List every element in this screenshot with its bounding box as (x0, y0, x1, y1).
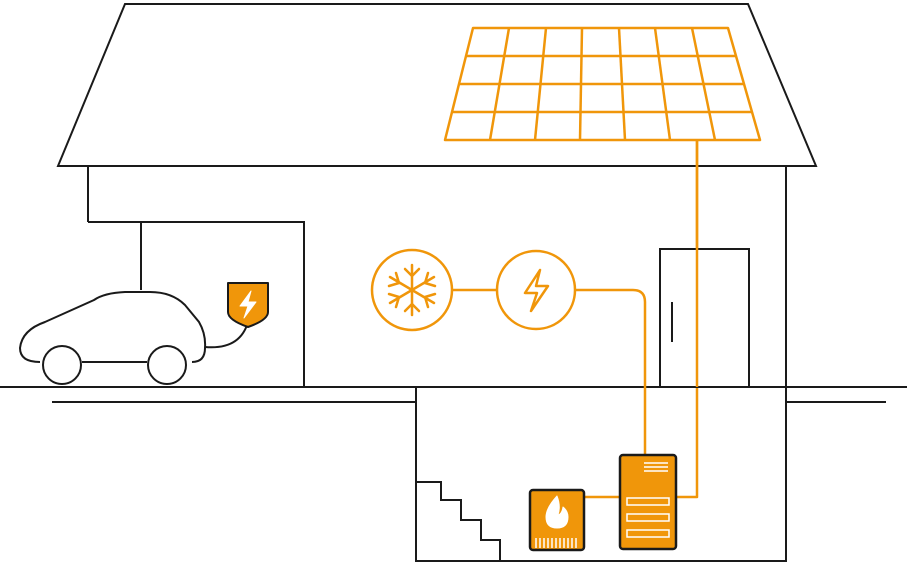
flame-icon (545, 495, 569, 529)
house (56, 3, 818, 387)
carport (88, 221, 305, 387)
solar-panel-grid (452, 27, 752, 141)
stairs-icon (416, 481, 501, 561)
charging-cable (204, 321, 249, 349)
power-to-battery-line (576, 288, 647, 455)
lightning-bolt-icon (239, 290, 257, 319)
solar-panel (443, 26, 762, 142)
door (659, 248, 750, 388)
roof (56, 3, 818, 167)
cooling-unit (370, 248, 454, 332)
power-circle (495, 249, 577, 331)
power-unit (495, 249, 577, 331)
ground (0, 386, 907, 403)
ev-charger (227, 282, 269, 328)
battery-storage-body (618, 453, 678, 551)
solar-panel-frame (443, 26, 762, 142)
heater-vents (535, 538, 577, 548)
battery-storage-top-vents (644, 462, 668, 472)
car-wheel-front (42, 345, 82, 385)
basement-walls (415, 387, 787, 562)
car (18, 291, 249, 385)
snowflake-icon (387, 263, 437, 317)
battery-storage-slots (626, 497, 670, 538)
carport-frame (88, 221, 305, 387)
basement (415, 387, 787, 562)
lightning-bolt-icon (523, 268, 550, 313)
heater (528, 488, 586, 552)
car-wheel-rear (147, 345, 187, 385)
battery-storage (618, 453, 678, 551)
door-frame (659, 248, 750, 388)
cooling-circle (370, 248, 454, 332)
